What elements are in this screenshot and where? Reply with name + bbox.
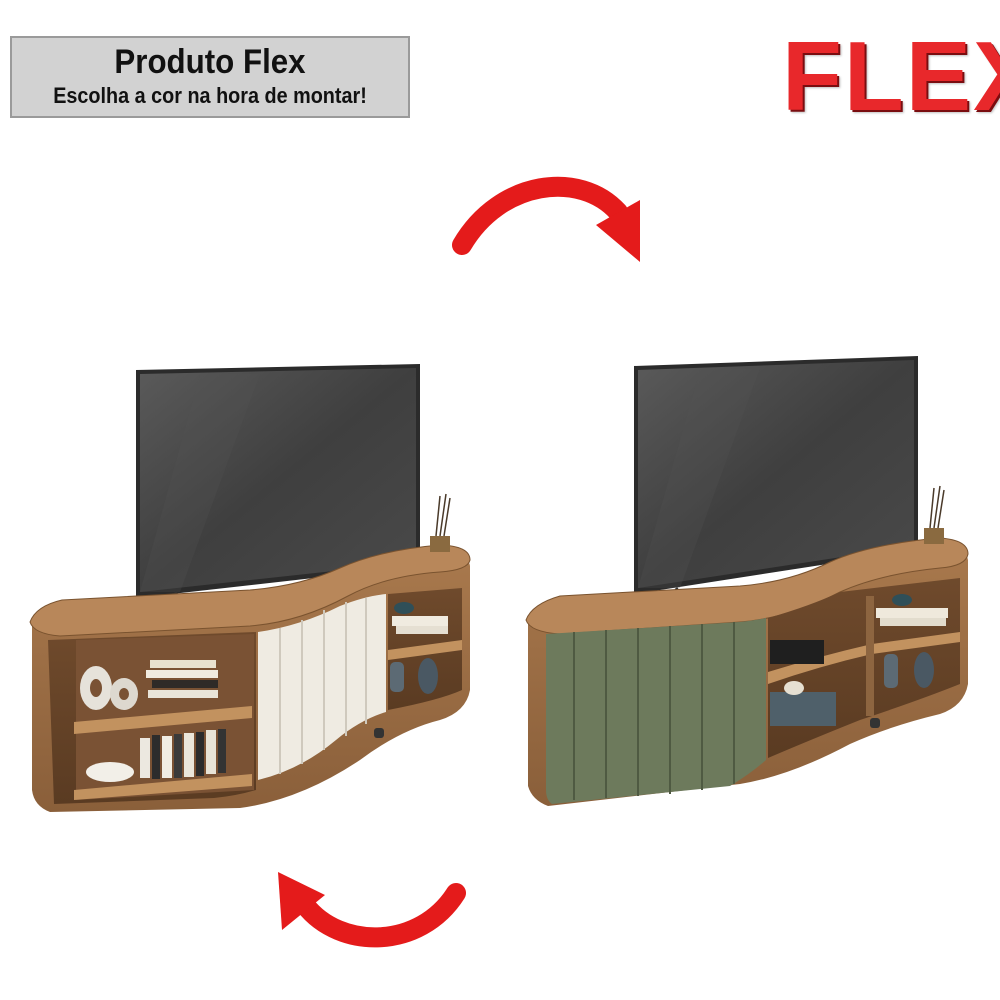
tv-screen (136, 364, 420, 607)
tv-screen (634, 356, 918, 601)
cabinet-door-cream (258, 594, 386, 780)
banner-title: Produto Flex (114, 43, 306, 81)
decor-books (86, 660, 226, 782)
flex-product-banner: Produto Flex Escolha a cor na hora de mo… (10, 36, 410, 118)
tv-stand-cream-variant (29, 364, 471, 812)
decor-vases (80, 666, 138, 710)
cabinet-door-green (546, 618, 766, 804)
arrow-left-icon (278, 872, 466, 948)
flex-logo: FLEX (782, 21, 1000, 131)
tv-stand-green-variant (525, 356, 969, 806)
arrow-right-icon (452, 176, 640, 262)
banner-subtitle: Escolha a cor na hora de montar! (53, 83, 367, 108)
decor-diffuser (430, 493, 451, 552)
decor-diffuser (924, 485, 945, 544)
